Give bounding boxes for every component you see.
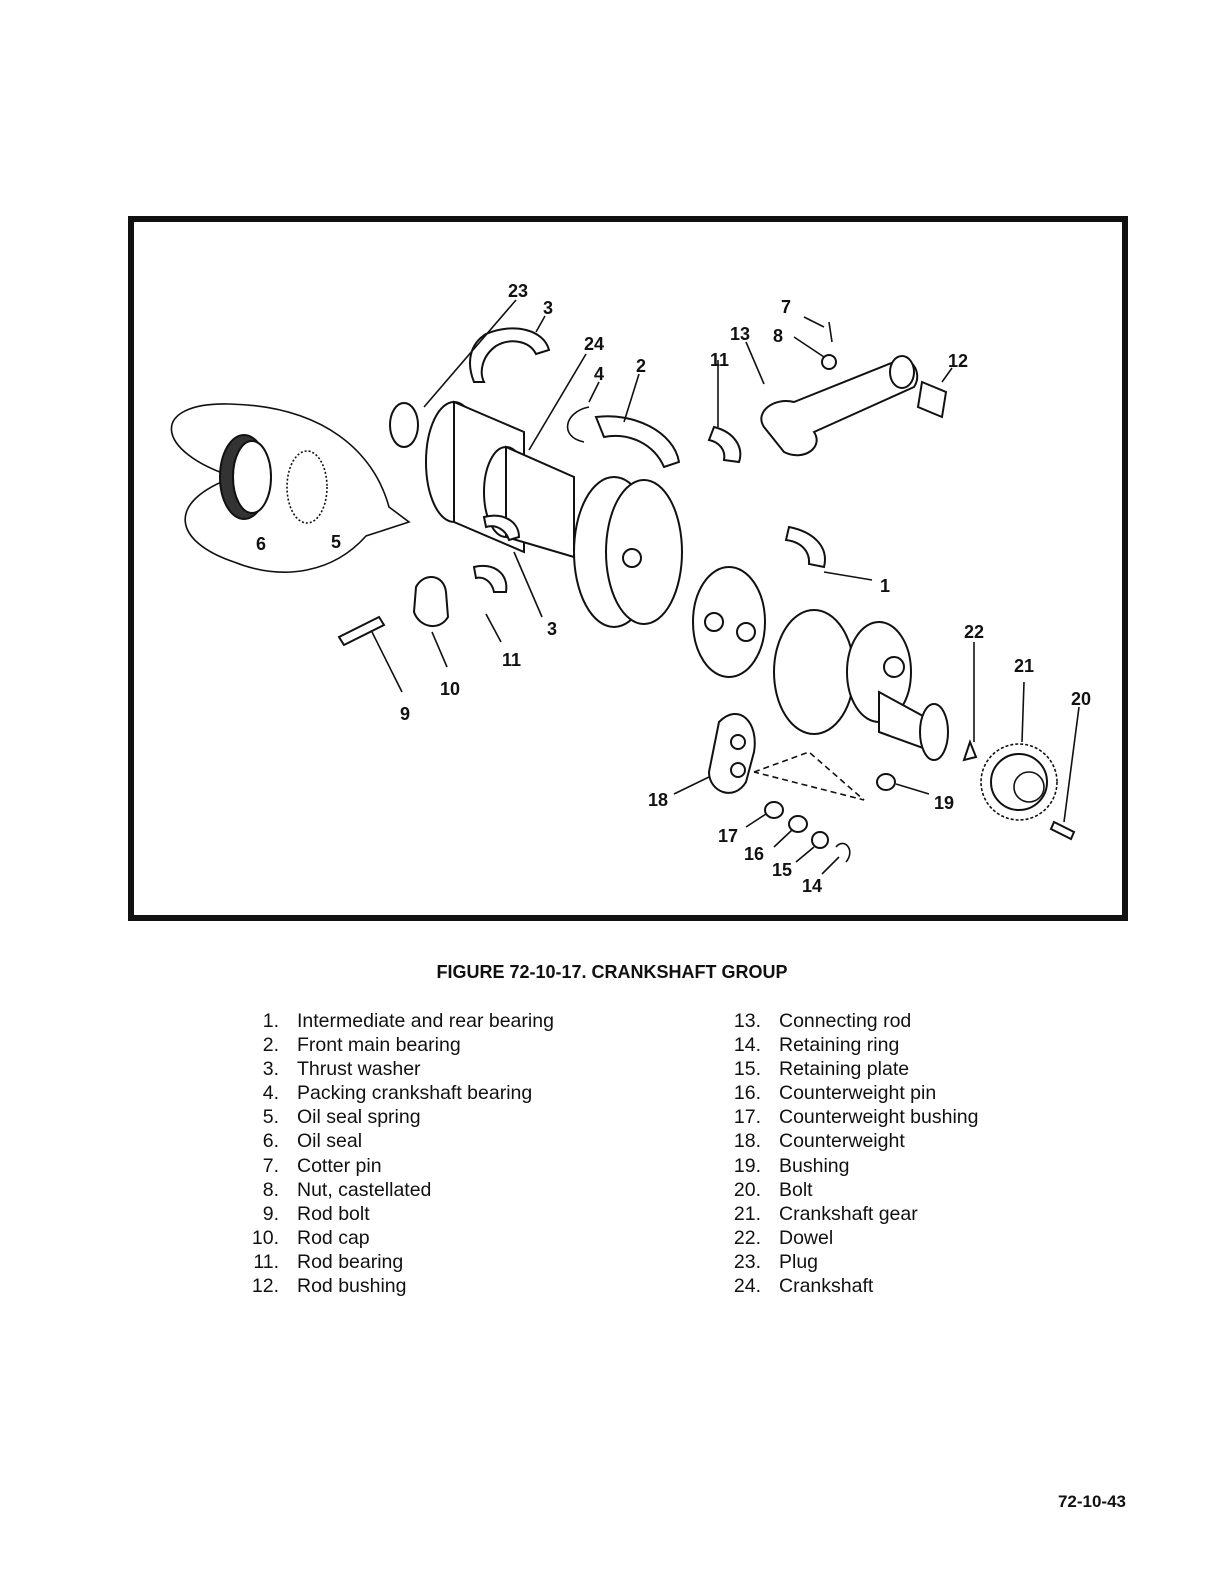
crankshaft-journal <box>505 445 575 559</box>
legend-item: 2.Front main bearing <box>262 1034 461 1057</box>
counterweight-bushing-part <box>764 801 784 819</box>
legend-item: 5.Oil seal spring <box>262 1106 421 1129</box>
legend-item: 10.Rod cap <box>251 1226 370 1249</box>
legend-item: 17.Counterweight bushing <box>733 1106 979 1129</box>
callout-17: 17 <box>718 826 738 846</box>
callout-11-top: 11 <box>710 350 729 370</box>
legend-item: 12.Rod bushing <box>251 1275 407 1298</box>
retaining-plate-part <box>811 831 829 849</box>
callout-7: 7 <box>781 297 791 317</box>
callout-8: 8 <box>773 326 783 346</box>
legend-right-column: 13.Connecting rod 14.Retaining ring 15.R… <box>727 1009 979 1298</box>
legend-item: 23.Plug <box>733 1250 819 1273</box>
callout-22: 22 <box>964 622 984 642</box>
bushing-part <box>876 773 896 791</box>
callout-9: 9 <box>400 704 410 724</box>
crankshaft-gear-part <box>980 743 1058 821</box>
legend-item: 14.Retaining ring <box>733 1034 900 1057</box>
legend-item: 15.Retaining plate <box>733 1058 910 1081</box>
callout-6: 6 <box>256 534 266 554</box>
packing-part <box>566 406 590 443</box>
legend-item: 22.Dowel <box>733 1226 834 1249</box>
connecting-rod-part <box>760 358 919 457</box>
castellated-nut-part <box>821 354 837 370</box>
legend-item: 9.Rod bolt <box>262 1202 370 1225</box>
legend-item: 16.Counterweight pin <box>733 1082 937 1105</box>
rod-bolt-part <box>337 615 386 647</box>
callout-15: 15 <box>772 860 792 880</box>
rod-bearing-part <box>707 425 742 464</box>
oil-seal-spring-part <box>286 450 328 524</box>
callout-10: 10 <box>440 679 460 699</box>
rod-bushing-part <box>916 380 948 419</box>
figure-title: FIGURE 72-10-17. CRANKSHAFT GROUP <box>436 962 788 982</box>
intermediate-rear-bearing-part <box>784 525 826 569</box>
legend-item: 13.Connecting rod <box>733 1010 912 1032</box>
callout-3-bottom: 3 <box>547 619 557 639</box>
callout-3-top: 3 <box>543 298 553 318</box>
callout-14: 14 <box>802 876 822 896</box>
legend-left-column: 1.Intermediate and rear bearing 2.Front … <box>245 1009 554 1298</box>
callout-12: 12 <box>948 351 968 371</box>
inset-bubble <box>170 403 411 573</box>
legend-item: 1.Intermediate and rear bearing <box>262 1010 554 1032</box>
legend-item: 18.Counterweight <box>733 1130 905 1153</box>
counterweight-pin-part <box>788 815 808 833</box>
callout-21: 21 <box>1014 656 1034 676</box>
callout-16: 16 <box>744 844 764 864</box>
callout-1: 1 <box>880 576 890 596</box>
legend-item: 11.Rod bearing <box>253 1250 404 1273</box>
legend-item: 8.Nut, castellated <box>262 1178 432 1201</box>
crankshaft-gear-flange <box>919 703 949 761</box>
legend-item: 3.Thrust washer <box>262 1058 421 1081</box>
callout-24: 24 <box>584 334 604 354</box>
callout-2: 2 <box>636 356 646 376</box>
cotter-pin-part <box>828 321 833 343</box>
callout-13: 13 <box>730 324 750 344</box>
figure-frame: 23 3 24 4 2 7 8 13 11 12 6 5 1 3 11 10 9… <box>128 216 1128 921</box>
callout-20: 20 <box>1071 689 1091 709</box>
callout-19: 19 <box>934 793 954 813</box>
crankshaft-exploded-diagram: 23 3 24 4 2 7 8 13 11 12 6 5 1 3 11 10 9… <box>170 281 1091 896</box>
callout-4: 4 <box>594 364 604 384</box>
crank-cheek-3 <box>773 609 855 735</box>
legend-item: 24.Crankshaft <box>733 1275 874 1298</box>
counterweight-part <box>707 712 756 794</box>
callout-5: 5 <box>331 532 341 552</box>
dowel-part <box>962 739 978 762</box>
legend-item: 21.Crankshaft gear <box>733 1202 918 1225</box>
front-main-bearing-part <box>594 415 681 469</box>
rod-bearing-lower-part <box>472 564 508 593</box>
rod-cap-part <box>412 576 450 627</box>
legend-item: 19.Bushing <box>733 1154 850 1177</box>
retaining-ring-part <box>835 842 851 863</box>
thrust-washer-part <box>469 327 551 383</box>
thrust-washer-lower-part <box>482 514 521 542</box>
legend-item: 7.Cotter pin <box>262 1154 382 1177</box>
bolt-part <box>1049 820 1076 841</box>
crank-cheek-2 <box>692 566 766 678</box>
legend-item: 20.Bolt <box>733 1178 813 1201</box>
callout-23: 23 <box>508 281 528 301</box>
legend-item: 4.Packing crankshaft bearing <box>262 1082 533 1105</box>
callout-11-bottom: 11 <box>502 650 521 670</box>
legend-item: 6.Oil seal <box>262 1130 363 1153</box>
plug-part <box>389 402 419 448</box>
callout-18: 18 <box>648 790 668 810</box>
page-number: 72-10-43 <box>1057 1492 1126 1511</box>
